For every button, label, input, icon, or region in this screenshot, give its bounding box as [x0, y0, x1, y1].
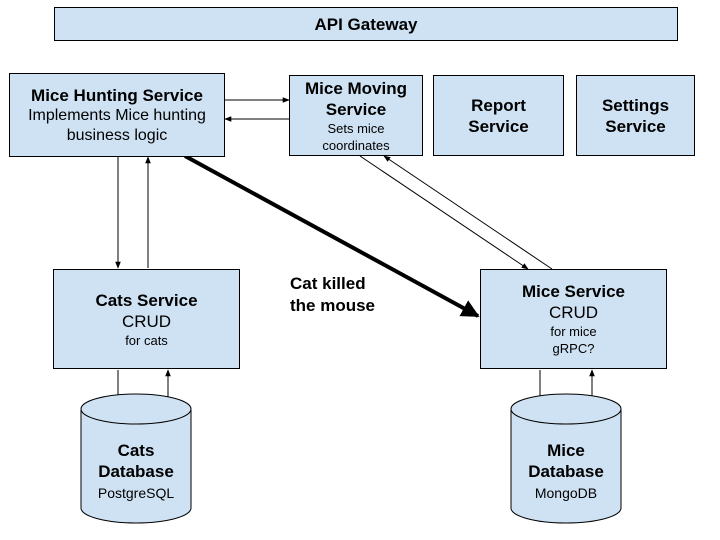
cats-database-cylinder: [80, 393, 192, 524]
mice-moving-service-desc: Sets mice coordinates: [322, 120, 390, 153]
mice-database-title-line1: Mice: [547, 441, 585, 460]
mice-hunting-service-box[interactable]: Mice Hunting Service Implements Mice hun…: [9, 73, 225, 157]
report-service-box[interactable]: Report Service: [433, 75, 564, 156]
cats-service-box[interactable]: Cats Service CRUD for cats: [53, 269, 240, 369]
api-gateway-label: API Gateway: [314, 14, 418, 34]
cat-killed-mouse-label-line1: Cat killed: [290, 274, 366, 293]
cats-database[interactable]: Cats Database PostgreSQL: [81, 394, 191, 524]
mice-database-title-line2: Database: [528, 462, 604, 481]
cats-database-title-line2: Database: [98, 462, 174, 481]
mice-to-moving-arrow: [383, 155, 553, 270]
cats-service-desc: for cats: [125, 332, 168, 348]
mice-service-title: Mice Service: [521, 282, 625, 301]
api-gateway-box[interactable]: API Gateway: [54, 7, 678, 41]
mice-database[interactable]: Mice Database MongoDB: [511, 394, 621, 524]
mice-service-crud: CRUD: [548, 303, 599, 322]
cats-database-engine: PostgreSQL: [97, 485, 175, 501]
mice-moving-service-title: Mice Moving Service: [304, 78, 407, 119]
mice-hunting-service-title: Mice Hunting Service: [31, 85, 203, 105]
settings-service-box[interactable]: Settings Service: [576, 75, 695, 156]
settings-service-title: Settings Service: [601, 95, 670, 136]
moving-to-mice-arrow: [359, 155, 529, 270]
cats-service-crud: CRUD: [121, 311, 172, 331]
mice-hunting-service-desc: Implements Mice hunting business logic: [28, 106, 206, 144]
report-service-title: Report Service: [468, 95, 529, 136]
mice-service-extra: gRPC?: [552, 341, 595, 356]
cats-database-title-line1: Cats: [117, 441, 155, 460]
cat-killed-mouse-arrow: [184, 154, 480, 318]
mice-database-engine: MongoDB: [534, 485, 598, 501]
cat-killed-mouse-label-line2: the mouse: [290, 296, 376, 315]
mice-moving-service-box[interactable]: Mice Moving Service Sets mice coordinate…: [289, 75, 423, 156]
mice-service-box[interactable]: Mice Service CRUD for mice gRPC?: [480, 269, 667, 369]
cats-service-title: Cats Service: [95, 290, 198, 310]
cat-killed-mouse-label: Cat killed the mouse: [290, 273, 375, 317]
mice-database-cylinder: [510, 393, 622, 524]
mice-service-desc: for mice: [550, 324, 597, 339]
